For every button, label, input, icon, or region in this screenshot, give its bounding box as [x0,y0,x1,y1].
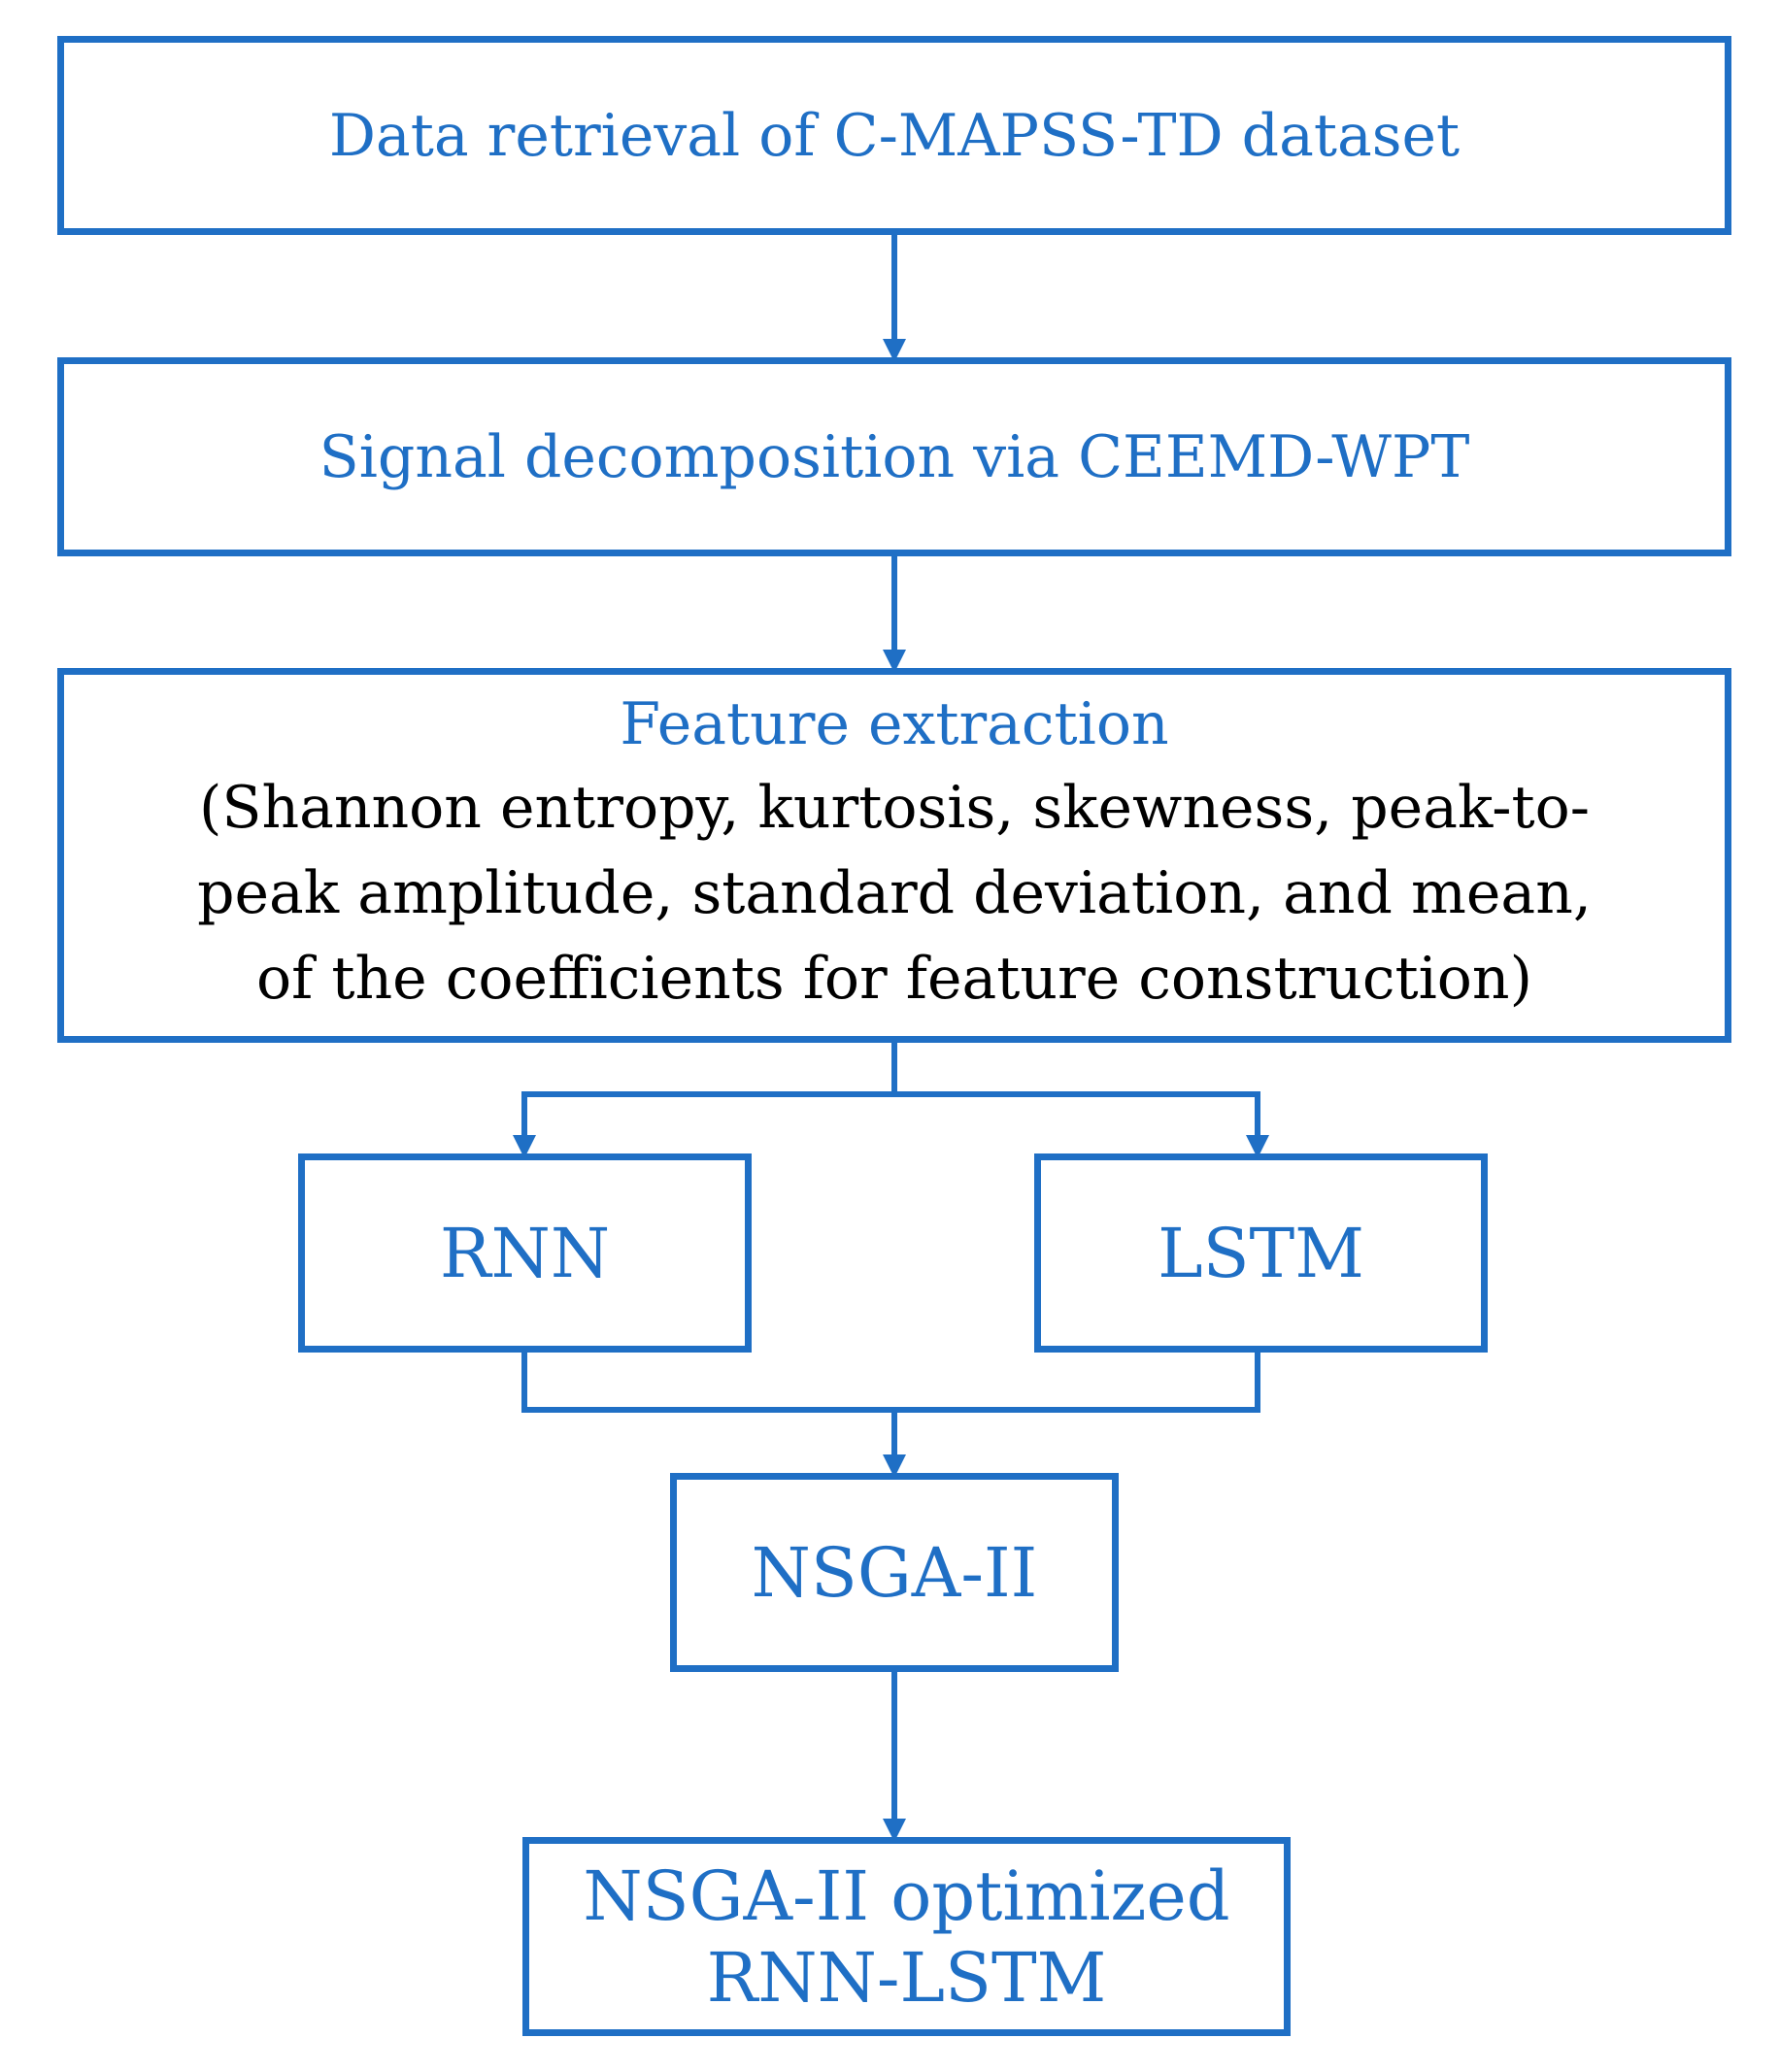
data-retrieval-box: Data retrieval of C-MAPSS-TD dataset [57,36,1731,235]
feature-extraction-line-2: peak amplitude, standard deviation, and … [197,858,1592,927]
rnn-label: RNN [439,1213,611,1293]
rnn-box: RNN [298,1153,752,1353]
optimized-model-box: NSGA-II optimized RNN-LSTM [522,1837,1291,2036]
signal-decomposition-box: Signal decomposition via CEEMD-WPT [57,357,1731,556]
feature-extraction-heading: Feature extraction [620,689,1169,758]
data-retrieval-label: Data retrieval of C-MAPSS-TD dataset [328,101,1461,170]
optimized-model-line-1: NSGA-II optimized [583,1855,1230,1936]
feature-extraction-box: Feature extraction (Shannon entropy, kur… [57,668,1731,1043]
optimized-model-line-2: RNN-LSTM [706,1937,1107,2018]
feature-extraction-line-1: (Shannon entropy, kurtosis, skewness, pe… [198,773,1591,842]
nsga-box: NSGA-II [670,1473,1119,1672]
signal-decomposition-label: Signal decomposition via CEEMD-WPT [319,422,1470,491]
lstm-label: LSTM [1158,1213,1364,1293]
lstm-box: LSTM [1034,1153,1488,1353]
nsga-label: NSGA-II [751,1532,1038,1613]
feature-extraction-line-3: of the coefficients for feature construc… [256,945,1532,1014]
